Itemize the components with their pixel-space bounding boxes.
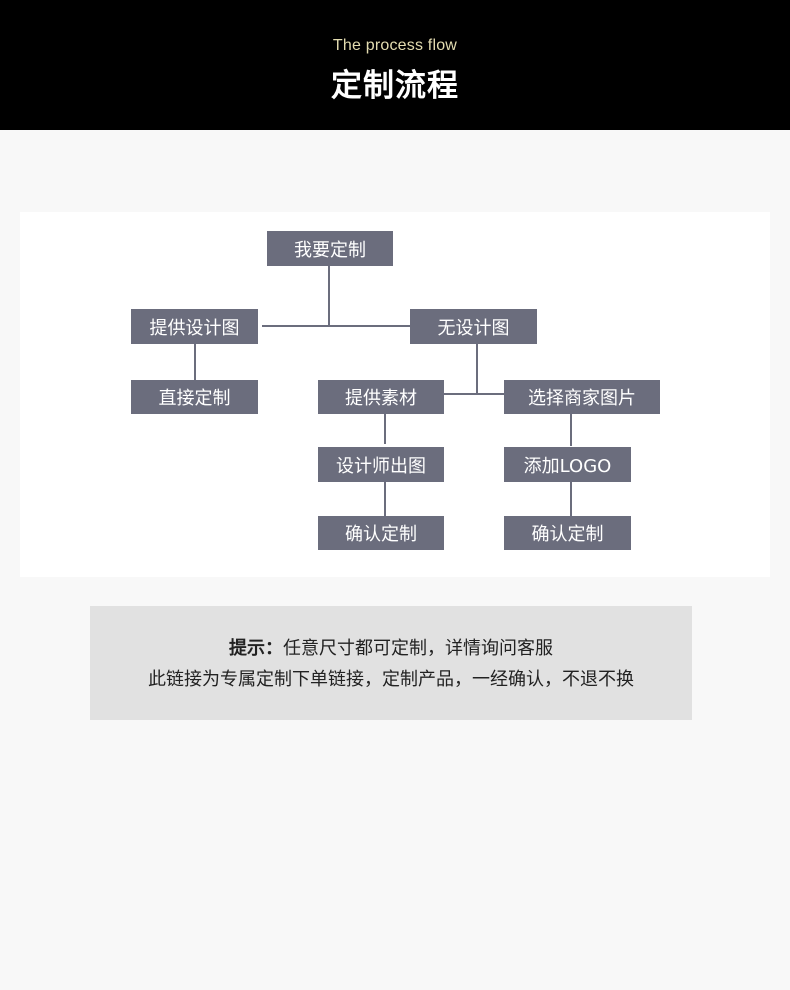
node-designer-draws: 设计师出图: [318, 447, 444, 482]
connector-material-merchant: [444, 393, 504, 395]
tip-text-1: 任意尺寸都可定制，详情询问客服: [283, 638, 553, 659]
tip-box: 提示：任意尺寸都可定制，详情询问客服 此链接为专属定制下单链接，定制产品，一经确…: [90, 606, 692, 720]
node-has-design: 提供设计图: [131, 309, 258, 344]
flowchart-panel: 我要定制 提供设计图 无设计图 直接定制 提供素材 选择商家图片 设计师出图 添…: [20, 212, 770, 577]
node-no-design: 无设计图: [410, 309, 537, 344]
node-start: 我要定制: [267, 231, 393, 266]
connector-branch-horizontal: [262, 325, 410, 327]
node-provide-material: 提供素材: [318, 380, 444, 414]
header-subtitle: The process flow: [332, 37, 458, 54]
node-choose-merchant-image: 选择商家图片: [504, 380, 660, 414]
connector-merchant-logo: [570, 414, 572, 446]
node-confirm-custom-b: 确认定制: [504, 516, 631, 550]
connector-material-designer: [384, 414, 386, 444]
tip-label: 提示：: [229, 638, 283, 659]
connector-designer-confirm: [384, 482, 386, 516]
connector-logo-confirm: [570, 482, 572, 516]
tip-line-1: 提示：任意尺寸都可定制，详情询问客服: [90, 634, 692, 660]
header-banner: The process flow 定制流程: [0, 0, 790, 130]
node-direct-custom: 直接定制: [131, 380, 258, 414]
node-add-logo: 添加LOGO: [504, 447, 631, 482]
header-title: 定制流程: [331, 68, 459, 104]
connector-no-design-down: [476, 344, 478, 394]
connector-has-design-down: [194, 344, 196, 380]
tip-line-2: 此链接为专属定制下单链接，定制产品，一经确认，不退不换: [148, 669, 634, 690]
node-confirm-custom-a: 确认定制: [318, 516, 444, 550]
connector-start-down: [328, 266, 330, 326]
